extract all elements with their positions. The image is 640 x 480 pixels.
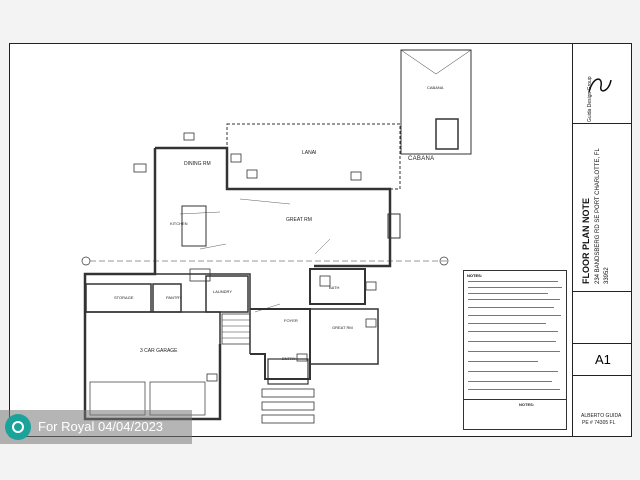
firm-cell: Guida Design Group xyxy=(573,44,632,124)
engineer-cell: ALBERTO GUIDA PE # 74305 FL xyxy=(573,376,632,436)
drawing-sheet: CABANA CABANA LANAI DINING RM KITCHEN GR… xyxy=(9,43,632,437)
room-label-pantry: PANTRY xyxy=(166,295,182,300)
notes-box: NOTES: NOTES: xyxy=(463,270,567,430)
room-label-foyer: FOYER xyxy=(284,318,298,323)
note-line xyxy=(468,299,560,300)
firm-signature-logo xyxy=(588,78,612,93)
watermark-logo-icon xyxy=(5,414,31,440)
project-zip: 33952 xyxy=(604,267,610,284)
note-line xyxy=(468,371,558,372)
room-label-kitchen: KITCHEN xyxy=(170,221,188,226)
room-label-storage: STORAGE xyxy=(114,295,134,300)
room-label-lanai: LANAI xyxy=(302,150,317,156)
room-label-cabana-upper: CABANA xyxy=(427,85,444,90)
engineer-license: PE # 74305 FL xyxy=(582,420,616,426)
revision-cell xyxy=(573,292,632,344)
engineer-name: ALBERTO GUIDA xyxy=(581,413,622,419)
watermark-text: For Royal 04/04/2023 xyxy=(38,419,164,434)
sheet-title-cell: FLOOR PLAN NOTE 234 BANDSBERG RD SE PORT… xyxy=(573,124,632,292)
note-line xyxy=(468,381,552,382)
room-label-great-rm: GREAT RM xyxy=(286,217,312,223)
project-address: 234 BANDSBERG RD SE PORT CHARLOTTE, FL xyxy=(595,148,601,284)
notes-footer: NOTES: xyxy=(464,399,566,430)
note-line xyxy=(468,307,554,308)
room-label-great-rm-2: GREAT RM xyxy=(332,325,353,330)
room-label-dining: DINING RM xyxy=(184,161,211,167)
note-line xyxy=(468,361,538,362)
room-label-cabana: CABANA xyxy=(408,156,435,162)
room-label-entry: ENTRY xyxy=(282,356,296,361)
note-line xyxy=(468,341,556,342)
note-line xyxy=(468,293,548,294)
note-line xyxy=(468,323,546,324)
room-label-laundry: LAUNDRY xyxy=(213,289,233,294)
note-line xyxy=(468,331,558,332)
floor-plan-linework xyxy=(81,49,472,424)
sheet-title: FLOOR PLAN NOTE xyxy=(581,198,591,284)
notes-title: NOTES: xyxy=(467,273,483,278)
floor-plan-drawing: CABANA CABANA LANAI DINING RM KITCHEN GR… xyxy=(10,44,570,436)
title-block: Guida Design Group FLOOR PLAN NOTE 234 B… xyxy=(572,44,632,436)
sheet-number: A1 xyxy=(595,352,611,367)
note-line xyxy=(468,281,558,282)
notes-small-title: NOTES: xyxy=(519,402,535,407)
sheet-number-cell: A1 xyxy=(573,344,632,376)
listing-watermark: For Royal 04/04/2023 xyxy=(0,410,192,444)
note-line xyxy=(468,287,562,288)
note-line xyxy=(468,389,560,390)
note-line xyxy=(468,351,560,352)
room-label-bath: BATH xyxy=(329,285,340,290)
room-label-garage: 3 CAR GARAGE xyxy=(140,348,178,354)
note-line xyxy=(468,315,561,316)
